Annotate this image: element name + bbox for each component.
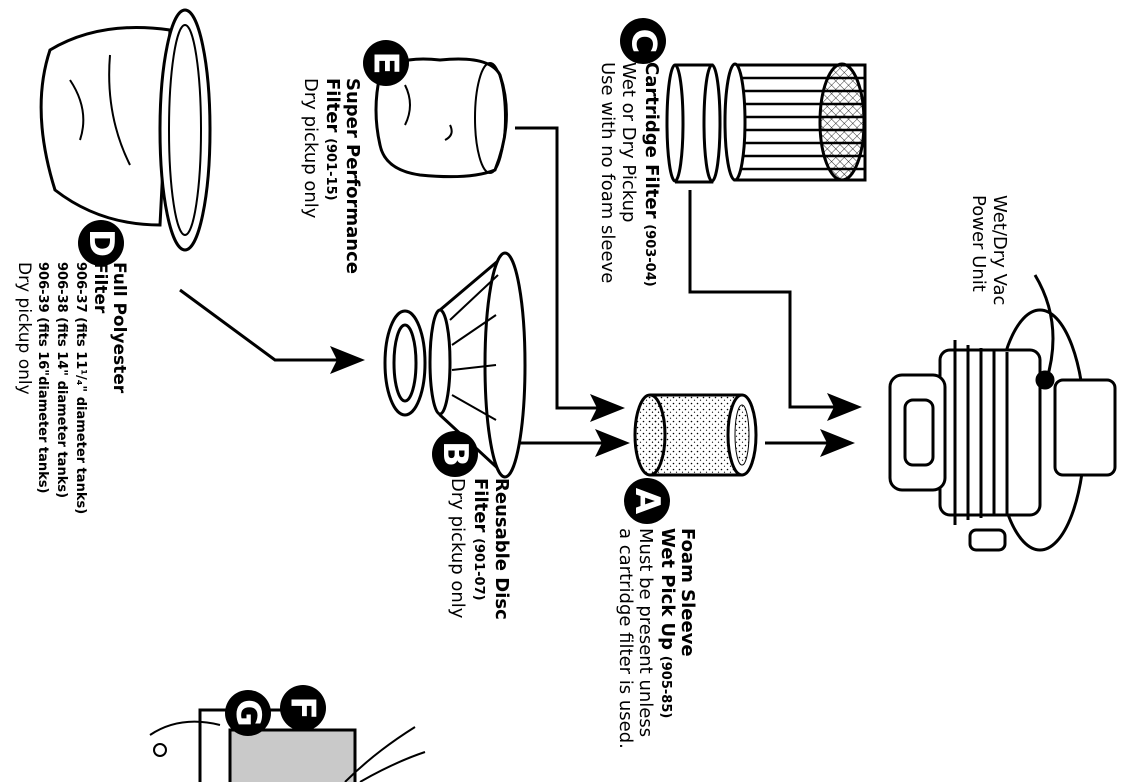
foam-sleeve-drawing <box>635 395 756 475</box>
badge-d: D <box>78 220 124 266</box>
filter-c-part: (903-04) <box>642 224 657 287</box>
filter-a-label: Foam Sleeve Wet Pick Up (905-85) Must be… <box>615 528 697 749</box>
filter-b-label: Reusable Disc Filter (901-07) Dry pickup… <box>447 478 512 620</box>
filter-c-title: Cartridge Filter <box>641 62 662 218</box>
filter-a-note2: a cartridge filter is used. <box>615 528 635 749</box>
filter-e-part: (901-15) <box>323 138 338 201</box>
filter-b-note: Dry pickup only <box>447 478 468 620</box>
filter-d-model-3: 906-39 (fits 16"diameter tanks) <box>33 262 52 514</box>
filter-c-label: Cartridge Filter (903-04) Wet or Dry Pic… <box>597 62 662 287</box>
filter-a-title2: Wet Pick Up <box>657 528 678 650</box>
filter-a-note1: Must be present unless <box>635 528 655 749</box>
power-unit-label: Wet/Dry Vac Power Unit <box>968 195 1010 305</box>
filter-c-note2: Use with no foam sleeve <box>597 62 618 287</box>
filter-e-title1: Super Performance <box>342 78 362 274</box>
badge-f: F <box>280 685 326 731</box>
badge-b: B <box>432 431 478 477</box>
filter-e-title2: Filter <box>322 78 343 132</box>
badge-a: A <box>624 478 670 524</box>
filter-d-label: Full Polyester Filter 906-37 (fits 11¹/₄… <box>14 262 128 514</box>
power-unit-line1: Wet/Dry Vac <box>989 195 1010 305</box>
filter-b-part: (901-07) <box>471 538 486 601</box>
filter-d-model-1: 906-37 (fits 11¹/₄" diameter tanks) <box>71 262 90 514</box>
badge-e: E <box>363 40 409 86</box>
filter-a-title1: Foam Sleeve <box>677 528 697 749</box>
filter-d-model-2: 906-38 (fits 14" diameter tanks) <box>52 262 71 514</box>
filter-d-title2: Filter <box>90 262 109 514</box>
filter-d-note: Dry pickup only <box>14 262 33 514</box>
filter-d-title1: Full Polyester <box>109 262 128 514</box>
filter-b-title2: Filter <box>470 478 491 532</box>
badge-c: C <box>620 18 666 64</box>
full-polyester-filter-drawing <box>41 10 210 250</box>
filter-b-title1: Reusable Disc <box>491 478 512 620</box>
badge-g: G <box>225 690 271 736</box>
filter-e-note: Dry pickup only <box>300 78 320 274</box>
power-unit-drawing <box>890 275 1115 550</box>
cartridge-filter-drawing <box>667 64 865 182</box>
filter-e-label: Super Performance Filter (901-15) Dry pi… <box>300 78 362 274</box>
power-unit-line2: Power Unit <box>968 195 989 305</box>
filter-a-part: (905-85) <box>658 656 673 719</box>
filter-c-note1: Wet or Dry Pickup <box>618 62 639 287</box>
